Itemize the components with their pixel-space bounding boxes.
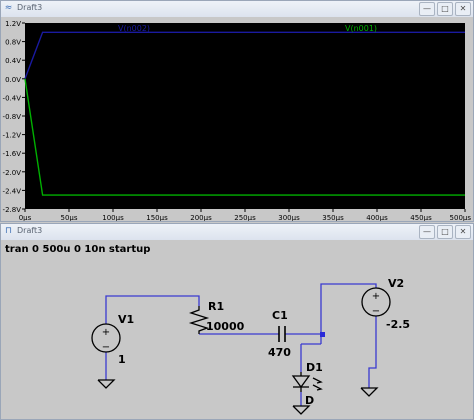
y-tick-label: 0.8V: [5, 39, 21, 47]
svg-text:−: −: [102, 342, 110, 353]
r1-value[interactable]: 10000: [206, 320, 245, 333]
v1-value[interactable]: 1: [118, 353, 126, 366]
capacitor-c1[interactable]: [278, 326, 286, 342]
d1-name[interactable]: D1: [306, 361, 323, 374]
y-tick-label: 1.2V: [5, 20, 21, 28]
x-tick-label: 50µs: [60, 214, 77, 221]
x-tick-label: 150µs: [146, 214, 168, 221]
close-button[interactable]: ✕: [455, 225, 471, 239]
schematic-canvas[interactable]: tran 0 500u 0 10n startup + −: [1, 240, 473, 419]
x-tick-label: 300µs: [278, 214, 300, 221]
resistor-r1[interactable]: [188, 306, 210, 334]
waveform-app-icon: ≈: [4, 3, 13, 13]
y-tick-label: -0.8V: [3, 113, 22, 121]
waveform-titlebar[interactable]: ≈ Draft3 — □ ✕: [1, 1, 473, 18]
voltage-source-v2[interactable]: + −: [361, 287, 391, 317]
y-tick-label: -1.2V: [3, 132, 22, 140]
minimize-button[interactable]: —: [419, 225, 435, 239]
d1-value[interactable]: D: [305, 394, 314, 407]
v1-name[interactable]: V1: [118, 313, 134, 326]
ground-icon: [292, 405, 311, 415]
voltage-source-v1[interactable]: + −: [91, 323, 121, 353]
y-tick-label: -2.8V: [3, 206, 22, 214]
r1-name[interactable]: R1: [208, 300, 224, 313]
v2-name[interactable]: V2: [388, 277, 404, 290]
maximize-button[interactable]: □: [437, 225, 453, 239]
close-button[interactable]: ✕: [455, 2, 471, 16]
x-tick-label: 500µs: [450, 214, 472, 221]
waveform-title: Draft3: [17, 3, 43, 12]
y-tick-label: -2.0V: [3, 169, 22, 177]
schematic-titlebar[interactable]: ⊓ Draft3 — □ ✕: [1, 224, 473, 241]
junction-dot[interactable]: [320, 332, 325, 337]
x-tick-label: 450µs: [410, 214, 432, 221]
maximize-button[interactable]: □: [437, 2, 453, 16]
waveform-plot[interactable]: 1.2V 0.8V 0.4V 0.0V -0.4V -0.8V -1.2V -1.6V -2.0…: [1, 17, 473, 221]
led-d1[interactable]: [291, 372, 323, 392]
x-tick-label: 200µs: [190, 214, 212, 221]
x-tick-label: 0µs: [19, 214, 32, 221]
x-tick-label: 250µs: [234, 214, 256, 221]
x-tick-label: 350µs: [322, 214, 344, 221]
wire-node-v2: [306, 283, 377, 335]
schematic-app-icon: ⊓: [4, 226, 13, 236]
wire-v1-r1: [105, 295, 200, 324]
x-tick-label: 100µs: [102, 214, 124, 221]
trace-vn001[interactable]: [24, 78, 465, 196]
wire-v2-gnd: [368, 316, 377, 388]
v2-value[interactable]: -2.5: [386, 318, 410, 331]
y-tick-label: -0.4V: [3, 94, 22, 102]
minimize-button[interactable]: —: [419, 2, 435, 16]
trace-label-vn002[interactable]: V(n002): [118, 24, 150, 33]
plot-area[interactable]: [25, 23, 465, 209]
svg-text:+: +: [372, 291, 380, 302]
waveform-canvas[interactable]: 1.2V 0.8V 0.4V 0.0V -0.4V -0.8V -1.2V -1.6V -2.0…: [1, 17, 473, 221]
spice-directive[interactable]: tran 0 500u 0 10n startup: [5, 244, 150, 255]
trace-label-vn001[interactable]: V(n001): [345, 24, 377, 33]
svg-text:−: −: [372, 306, 380, 317]
y-tick-label: -1.6V: [3, 150, 22, 158]
ground-icon: [97, 379, 116, 389]
y-tick-label: 0.0V: [5, 76, 21, 84]
trace-vn002[interactable]: [24, 31, 465, 80]
svg-text:+: +: [102, 327, 110, 338]
ground-icon: [360, 387, 379, 397]
c1-value[interactable]: 470: [268, 346, 291, 359]
schematic-window: ⊓ Draft3 — □ ✕ tran 0 500u 0 10n startup: [0, 223, 474, 420]
y-tick-label: -2.4V: [3, 187, 22, 195]
schematic-title: Draft3: [17, 226, 43, 235]
wires[interactable]: [105, 283, 377, 406]
x-tick-label: 400µs: [366, 214, 388, 221]
waveform-window: ≈ Draft3 — □ ✕ 1.2V 0.8V 0.4V 0.0V -0.4V -0.8…: [0, 0, 474, 222]
c1-name[interactable]: C1: [272, 309, 288, 322]
y-tick-label: 0.4V: [5, 57, 21, 65]
